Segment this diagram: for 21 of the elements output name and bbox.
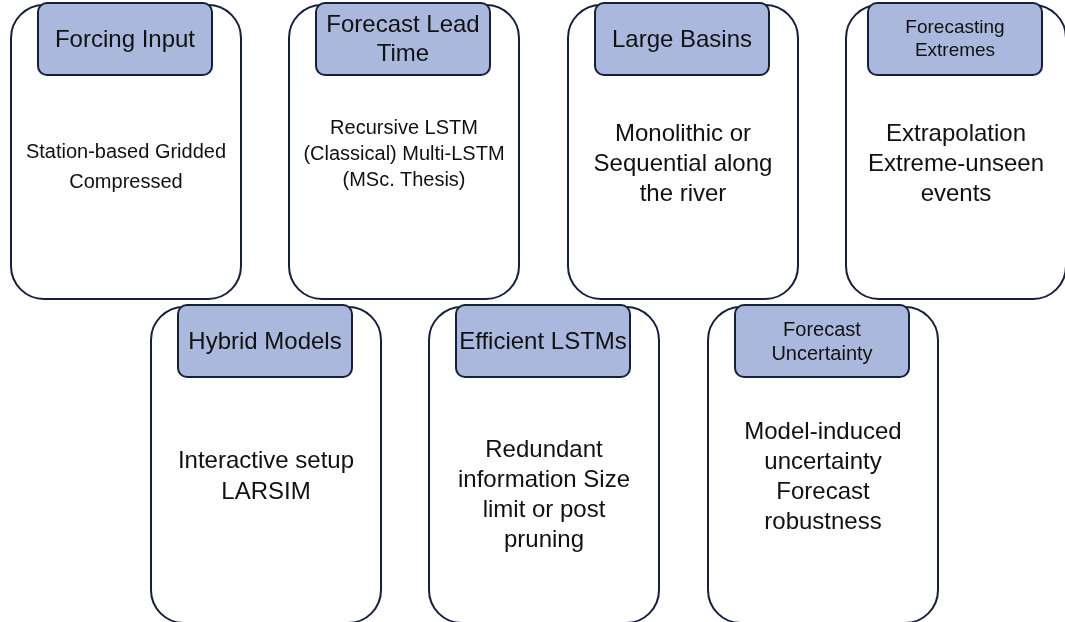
card-text: Recursive LSTM (Classical) Multi-LSTM (MSc. Thesis) <box>302 115 506 192</box>
rounded-card <box>567 4 799 300</box>
rounded-card <box>707 306 939 622</box>
header-tab: Forecast Lead Time <box>315 2 491 76</box>
header-tab: Forecast Uncertainty <box>734 304 910 378</box>
card-text: Extrapolation Extreme-unseen events <box>866 118 1046 208</box>
card-text: Monolithic or Sequential along the river <box>592 118 774 208</box>
rounded-card <box>150 306 382 622</box>
rounded-card <box>845 4 1065 300</box>
header-tab: Efficient LSTMs <box>455 304 631 378</box>
rounded-card <box>428 306 660 622</box>
header-tab: Hybrid Models <box>177 304 353 378</box>
card-text: Redundant information Size limit or post pruning <box>456 434 632 554</box>
header-tab: Forecasting Extremes <box>867 2 1043 76</box>
card-text: Model-induced uncertainty Forecast robustness <box>743 416 903 536</box>
header-tab: Forcing Input <box>37 2 213 76</box>
card-text: Interactive setup LARSIM <box>176 445 356 507</box>
rounded-card <box>288 4 520 300</box>
header-tab: Large Basins <box>594 2 770 76</box>
card-text: Station-based Gridded Compressed <box>24 139 228 194</box>
rounded-card <box>10 4 242 300</box>
